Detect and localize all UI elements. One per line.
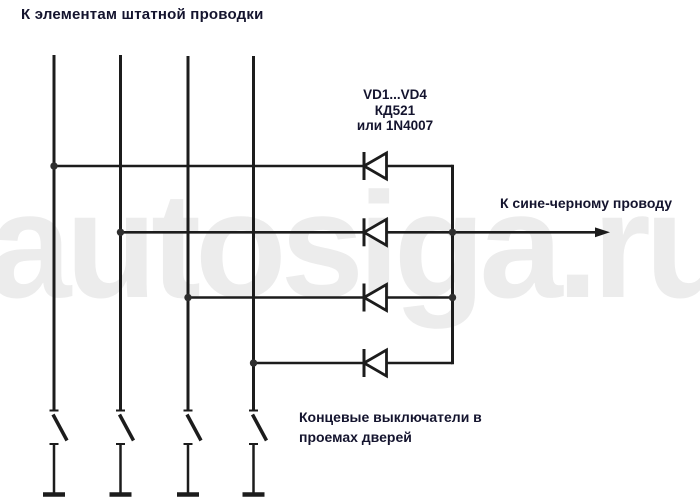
door-switch-3 <box>177 409 203 497</box>
diode-designation-label: VD1...VD4 КД521 или 1N4007 <box>329 87 461 134</box>
switch-1-lever <box>51 413 69 442</box>
junction-dots <box>50 162 457 367</box>
diode-1 <box>361 150 388 182</box>
junction-dot-wire2 <box>116 228 125 236</box>
diode-label-line2: КД521 <box>374 102 416 118</box>
diode-4-triangle <box>361 347 388 379</box>
diode-label-line1: VD1...VD4 <box>363 87 427 102</box>
diode-3-triangle <box>361 282 388 313</box>
junction-dot-wire3 <box>184 293 192 302</box>
junction-dot-bus-row3 <box>448 293 457 302</box>
branch-wires <box>54 164 453 365</box>
door-switch-1 <box>43 409 69 497</box>
door-switches-label-line2: проемах дверей <box>299 429 412 445</box>
junction-dot-wire4 <box>249 359 258 367</box>
diode-label-line3: или 1N4007 <box>356 118 434 133</box>
output-wire-label: К сине-черному проводу <box>500 195 673 211</box>
door-switches <box>43 409 269 497</box>
output-arrow-head <box>595 227 610 238</box>
watermark-text: autosiga.ru <box>0 161 700 329</box>
diode-1-triangle <box>361 150 388 182</box>
door-switches-label: Концевые выключатели в проемах дверей <box>299 407 529 447</box>
top-wiring-label: К элементам штатной проводки <box>21 6 264 23</box>
diode-4 <box>361 347 388 379</box>
door-switches-label-line1: Концевые выключатели в <box>299 409 482 425</box>
diode-2-triangle <box>361 216 388 248</box>
switch-4-lever <box>250 413 269 442</box>
diode-3 <box>361 282 388 313</box>
door-switch-4 <box>242 409 269 497</box>
junction-dot-wire1 <box>50 162 58 170</box>
door-switch-2 <box>109 409 136 497</box>
switch-3-lever <box>185 413 203 442</box>
switch-2-lever <box>117 413 136 442</box>
diodes <box>361 150 388 379</box>
junction-dot-bus-row2 <box>448 228 457 236</box>
diode-2 <box>361 216 388 248</box>
output-arrow <box>452 227 610 238</box>
